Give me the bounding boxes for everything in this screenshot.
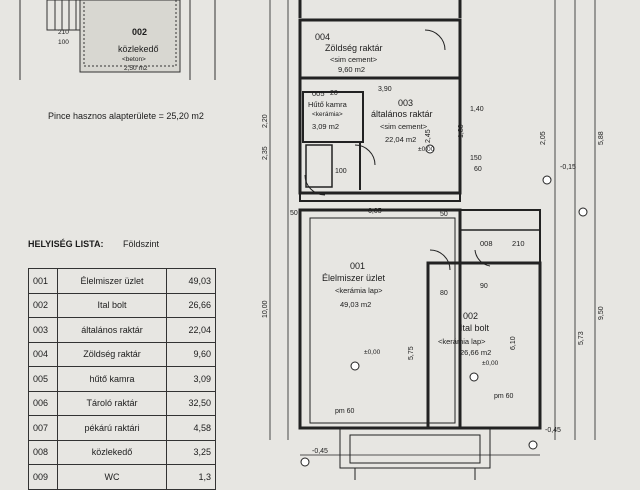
room-002-area: 26,66 m2 xyxy=(460,348,492,357)
dim-label: 210 xyxy=(58,29,69,36)
room-002-name: Ital bolt xyxy=(460,323,490,333)
dim-label: 5,88 xyxy=(598,131,605,145)
level-label: -0,45 xyxy=(312,448,328,455)
dim-label: 90 xyxy=(480,283,488,290)
dim-label: 150 xyxy=(470,155,482,162)
dim-label: 9,50 xyxy=(598,306,605,320)
rooms-subtitle: Földszint xyxy=(123,239,160,249)
dim-label: 6,05 xyxy=(368,208,382,215)
room-003-area: 22,04 m2 xyxy=(385,135,417,144)
dim-label: 50 xyxy=(290,210,298,217)
room-003-level: ±0,00 xyxy=(418,146,435,153)
room-002-basement-name: közlekedő xyxy=(118,44,159,54)
dim-label: 5,75 xyxy=(408,346,415,360)
dim-label: pm 60 xyxy=(335,408,355,415)
room-004-name: Zöldség raktár xyxy=(325,43,383,53)
dim-label: 20 xyxy=(330,90,338,97)
dim-label: 60 xyxy=(474,166,482,173)
dim-label: 80 xyxy=(440,290,448,297)
room-001-name: Élelmiszer üzlet xyxy=(322,273,386,283)
dim-label: 2,45 xyxy=(425,129,432,143)
room-002-floor: <kerámia lap> xyxy=(438,337,486,346)
room-008-num: 008 xyxy=(480,239,493,248)
dim-label: 100 xyxy=(58,39,69,46)
room-003-floor: <sim cement> xyxy=(380,122,428,131)
room-005-area: 3,09 m2 xyxy=(312,122,340,131)
room-008-dim: 210 xyxy=(512,239,525,248)
dim-label: 100 xyxy=(335,168,347,175)
level-label: -0,15 xyxy=(560,164,576,171)
room-001-floor: <kerámia lap> xyxy=(335,286,383,295)
room-001-area: 49,03 m2 xyxy=(340,300,372,309)
room-002-basement-num: 002 xyxy=(132,27,148,37)
room-003-name: általános raktár xyxy=(371,109,433,119)
level-label: -0,45 xyxy=(545,427,561,434)
dim-label: pm 60 xyxy=(494,393,514,400)
room-002-basement-floor: <beton> xyxy=(122,56,146,63)
dim-label: 1,80 xyxy=(458,124,465,138)
basement-area-text: Pince hasznos alapterülete = 25,20 m2 xyxy=(48,111,204,121)
room-004-floor: <sim cement> xyxy=(330,55,378,64)
dim-label: 50 xyxy=(440,211,448,218)
dim-label: 1,40 xyxy=(470,106,484,113)
dim-label: 2,20 xyxy=(262,114,269,128)
room-001-level: ±0,00 xyxy=(364,349,381,356)
dim-label: 6,10 xyxy=(510,336,517,350)
room-001-num: 001 xyxy=(350,261,366,271)
dim-label: 10,00 xyxy=(262,300,269,318)
room-005-num: 005 xyxy=(312,89,325,98)
room-005-floor: <kerámia> xyxy=(312,111,343,118)
room-002-num: 002 xyxy=(463,311,479,321)
room-005-name: Hűtő kamra xyxy=(308,100,347,109)
dim-label: 2,05 xyxy=(540,131,547,145)
floor-plan-drawing xyxy=(19,0,596,480)
room-004-num: 004 xyxy=(315,32,331,42)
dim-label: 5,73 xyxy=(578,331,585,345)
room-002-basement-area: 2,50 m2 xyxy=(124,65,148,72)
dim-label: 2,35 xyxy=(262,146,269,160)
room-004-area: 9,60 m2 xyxy=(338,65,366,74)
dim-label: 3,90 xyxy=(378,86,392,93)
room-003-num: 003 xyxy=(398,98,414,108)
room-002-level: ±0,00 xyxy=(482,360,499,367)
rooms-title: HELYISÉG LISTA: xyxy=(28,239,104,249)
